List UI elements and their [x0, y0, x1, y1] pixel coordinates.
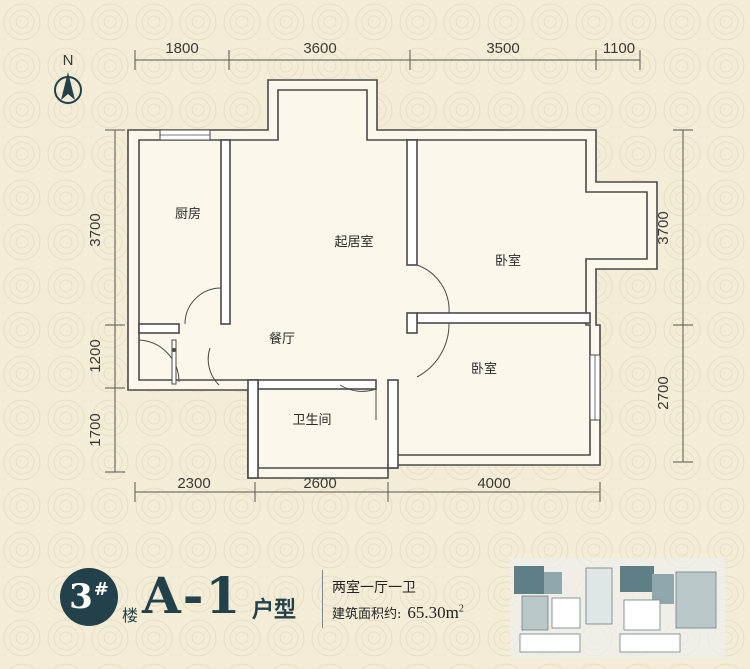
room-label-bedroom-2: 卧室 [471, 361, 497, 377]
unit-type: A-1 [142, 566, 243, 625]
wall-bedrooms-divider [416, 312, 591, 324]
north-arrow-icon: N [54, 52, 82, 104]
dim-top-2: 3600 [303, 40, 336, 57]
dim-left-3: 1700 [87, 413, 104, 446]
area-text: 建筑面积约: 65.30m2 [332, 603, 464, 623]
area-label: 建筑面积约: [332, 607, 402, 622]
title-divider [322, 570, 323, 628]
area-unit-sup: 2 [458, 603, 464, 615]
wall-living-bedroom [406, 139, 418, 266]
room-label-kitchen: 厨房 [175, 206, 201, 222]
dim-bottom-2: 2600 [303, 475, 336, 492]
dim-right-1: 3700 [655, 211, 672, 244]
dimension-bottom: 2300 2600 4000 [134, 475, 601, 502]
doors [138, 264, 450, 420]
room-label-bathroom: 卫生间 [292, 413, 331, 428]
dim-top-4: 1100 [603, 40, 635, 57]
building-number: 3 [69, 577, 93, 617]
building-symbol: # [93, 578, 109, 600]
wall-kitchen-bottom [138, 323, 180, 334]
dimension-left: 3700 1200 1700 [87, 129, 125, 473]
key-plan [510, 558, 725, 658]
wall-kitchen-right [220, 139, 231, 325]
dim-left-1: 3700 [87, 213, 104, 246]
room-label-living: 起居室 [334, 234, 373, 250]
dim-left-2: 1200 [87, 339, 104, 372]
compass-label: N [63, 52, 74, 69]
dim-bottom-1: 2300 [177, 475, 210, 492]
building-suffix: 楼 [122, 606, 139, 625]
building-number-badge: 3# [60, 568, 118, 626]
wall-bathroom-right [387, 379, 399, 469]
wall-bathroom-top [257, 379, 377, 390]
dim-top-1: 1800 [165, 40, 198, 57]
dim-top-3: 3500 [486, 40, 519, 57]
entry-door [171, 339, 177, 385]
room-label-dining: 餐厅 [269, 331, 295, 347]
layout-text: 两室一厅一卫 [332, 580, 416, 596]
dimension-right: 3700 2700 [655, 129, 693, 463]
unit-suffix: 户型 [252, 597, 297, 623]
dim-bottom-3: 4000 [477, 475, 510, 492]
room-label-bedroom-1: 卧室 [495, 253, 521, 269]
dimension-top: 1800 3600 3500 1100 [134, 40, 641, 70]
dim-right-2: 2700 [655, 376, 672, 409]
area-value: 65.30m [407, 603, 459, 622]
walls [127, 79, 658, 479]
